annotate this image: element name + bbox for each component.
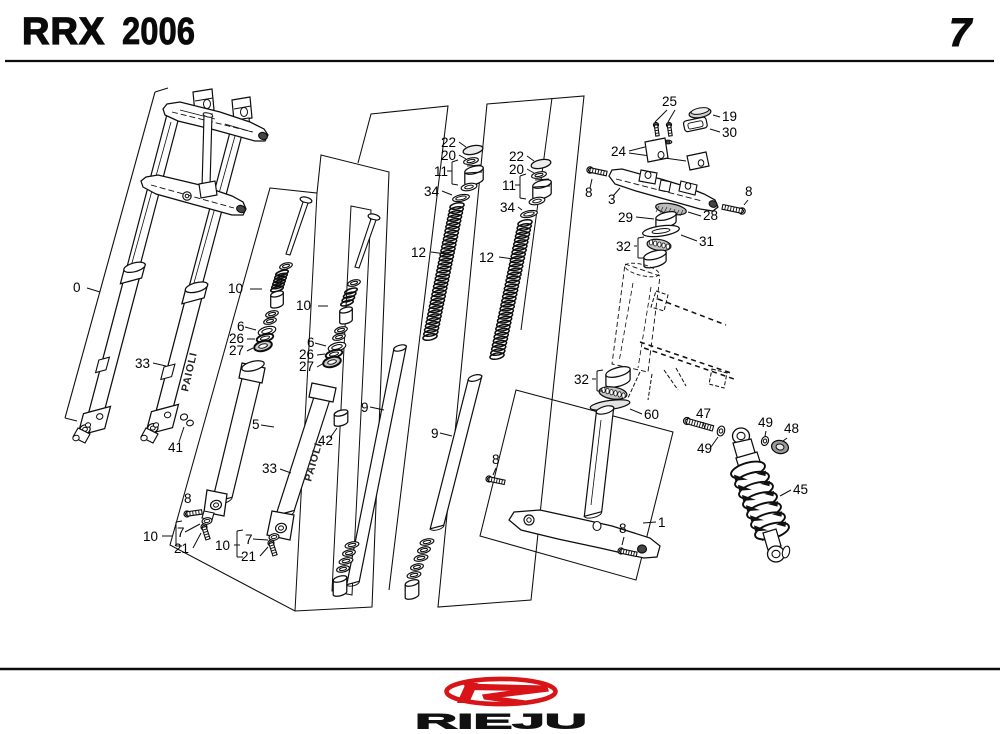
svg-text:9: 9	[361, 400, 369, 415]
svg-text:34: 34	[500, 200, 516, 215]
svg-text:27: 27	[299, 359, 314, 374]
svg-text:7: 7	[949, 11, 973, 55]
svg-text:11: 11	[434, 164, 448, 179]
svg-text:45: 45	[793, 482, 808, 497]
svg-text:8: 8	[619, 521, 627, 536]
svg-text:3: 3	[608, 192, 616, 207]
svg-text:32: 32	[616, 239, 631, 254]
svg-text:10: 10	[215, 538, 230, 553]
svg-text:20: 20	[441, 148, 456, 163]
svg-text:RRX: RRX	[22, 11, 105, 53]
svg-text:30: 30	[722, 125, 737, 140]
svg-text:32: 32	[574, 372, 589, 387]
svg-text:22: 22	[509, 149, 524, 164]
svg-text:8: 8	[492, 452, 500, 467]
svg-text:49: 49	[697, 441, 712, 456]
svg-text:47: 47	[696, 406, 711, 421]
svg-text:31: 31	[699, 234, 714, 249]
svg-text:20: 20	[509, 162, 524, 177]
svg-text:8: 8	[585, 185, 593, 200]
svg-text:49: 49	[758, 415, 773, 430]
svg-text:33: 33	[262, 461, 277, 476]
svg-text:26: 26	[299, 347, 314, 362]
svg-text:24: 24	[611, 144, 627, 159]
svg-text:9: 9	[431, 426, 439, 441]
svg-text:11: 11	[502, 178, 516, 193]
svg-text:7: 7	[177, 525, 185, 540]
svg-text:19: 19	[722, 109, 737, 124]
svg-text:25: 25	[662, 94, 677, 109]
svg-text:22: 22	[441, 135, 456, 150]
svg-text:33: 33	[135, 356, 150, 371]
svg-text:41: 41	[168, 440, 183, 455]
svg-text:48: 48	[784, 421, 799, 436]
svg-text:21: 21	[241, 549, 256, 564]
svg-text:6: 6	[307, 335, 315, 350]
svg-text:0: 0	[73, 280, 81, 295]
svg-text:12: 12	[479, 250, 494, 265]
svg-text:12: 12	[411, 245, 426, 260]
svg-text:21: 21	[174, 541, 189, 556]
svg-text:8: 8	[745, 184, 753, 199]
svg-text:1: 1	[658, 515, 666, 530]
svg-text:6: 6	[237, 319, 245, 334]
svg-text:60: 60	[644, 407, 659, 422]
svg-text:34: 34	[424, 184, 440, 199]
svg-text:RIEJU: RIEJU	[415, 711, 587, 734]
svg-text:7: 7	[245, 532, 253, 547]
svg-text:42: 42	[318, 433, 333, 448]
svg-text:10: 10	[296, 298, 311, 313]
svg-text:5: 5	[252, 417, 260, 432]
svg-text:28: 28	[703, 208, 718, 223]
svg-text:10: 10	[143, 529, 158, 544]
svg-text:26: 26	[229, 331, 244, 346]
svg-text:2006: 2006	[122, 11, 195, 53]
svg-text:8: 8	[184, 491, 192, 506]
svg-text:10: 10	[228, 281, 243, 296]
svg-text:29: 29	[618, 210, 633, 225]
svg-text:27: 27	[229, 343, 244, 358]
